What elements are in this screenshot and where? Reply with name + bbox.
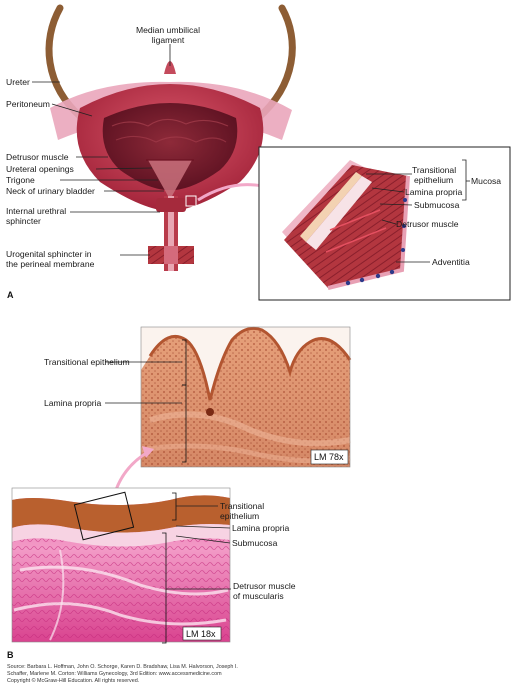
source-line-3: Copyright © McGraw-Hill Education. All r…: [7, 677, 139, 684]
lm-magnification: LM 18x: [186, 629, 216, 639]
label-internal-sphincter-2: sphincter: [6, 216, 41, 226]
median-umbilical-ligament: [164, 61, 176, 74]
inset-epithelium: [300, 172, 362, 242]
inset-label-lamina-propria: Lamina propria: [405, 187, 463, 197]
low-mag-leaders: [162, 492, 231, 644]
lumen-rugae: [111, 118, 229, 127]
label-detrusor-muscle: Detrusor muscle: [6, 152, 69, 162]
lm-label-transitional-2: epithelium: [220, 511, 259, 521]
label-neck-urinary-bladder: Neck of urinary bladder: [6, 186, 95, 196]
inset-label-mucosa: Mucosa: [471, 176, 501, 186]
label-internal-sphincter-1: Internal urethral: [6, 206, 66, 216]
zoom-arrow-a: [197, 183, 263, 202]
lm-label-submucosa: Submucosa: [232, 538, 278, 548]
micrograph-low-mag: [12, 488, 230, 642]
panel-letter-a: A: [7, 290, 14, 300]
internal-urethral-sphincter: [156, 198, 186, 212]
label-ureteral-openings: Ureteral openings: [6, 164, 74, 174]
lm-label-transitional-1: Transitional: [220, 501, 264, 511]
lm-label-lamina-propria: Lamina propria: [232, 523, 290, 533]
hm-label-transitional: Transitional epithelium: [44, 357, 130, 367]
inset-label-transitional-2: epithelium: [414, 175, 453, 185]
inset-label-adventitia: Adventitia: [432, 257, 470, 267]
lm-label-detrusor-1: Detrusor muscle: [233, 581, 296, 591]
panel-letter-b: B: [7, 650, 14, 660]
wall-section-illustration: [282, 160, 410, 290]
inset-label-submucosa: Submucosa: [414, 200, 460, 210]
hm-label-lamina-propria: Lamina propria: [44, 398, 102, 408]
panel-a-leaders: [32, 44, 171, 256]
label-urogenital-2: the perineal membrane: [6, 259, 95, 269]
low-mag-zoom-box: [73, 491, 135, 541]
label-median-umbilical-2: ligament: [152, 35, 185, 45]
bladder-illustration: [45, 4, 296, 271]
source-line-2: Schaffer, Marlene M. Corton: Williams Gy…: [7, 671, 222, 677]
micrograph-high-mag: [140, 326, 352, 467]
source-line-1: Source: Barbara L. Hoffman, John O. Scho…: [7, 664, 238, 670]
lm-label-detrusor-2: of muscularis: [233, 591, 284, 601]
zoom-box-bladder: [185, 195, 197, 207]
hm-magnification: LM 78x: [314, 452, 344, 462]
label-urogenital-1: Urogenital sphincter in: [6, 249, 92, 259]
trigone: [148, 160, 192, 196]
inset-label-detrusor: Detrusor muscle: [396, 219, 459, 229]
inset-label-transitional-1: Transitional: [412, 165, 456, 175]
high-mag-leaders: [105, 339, 187, 463]
label-trigone: Trigone: [6, 175, 35, 185]
label-median-umbilical-1: Median umbilical: [136, 25, 200, 35]
label-peritoneum: Peritoneum: [6, 99, 50, 109]
inset-muscle-wall: [284, 165, 408, 288]
label-ureter: Ureter: [6, 77, 30, 87]
inset-leaders: [366, 159, 470, 263]
